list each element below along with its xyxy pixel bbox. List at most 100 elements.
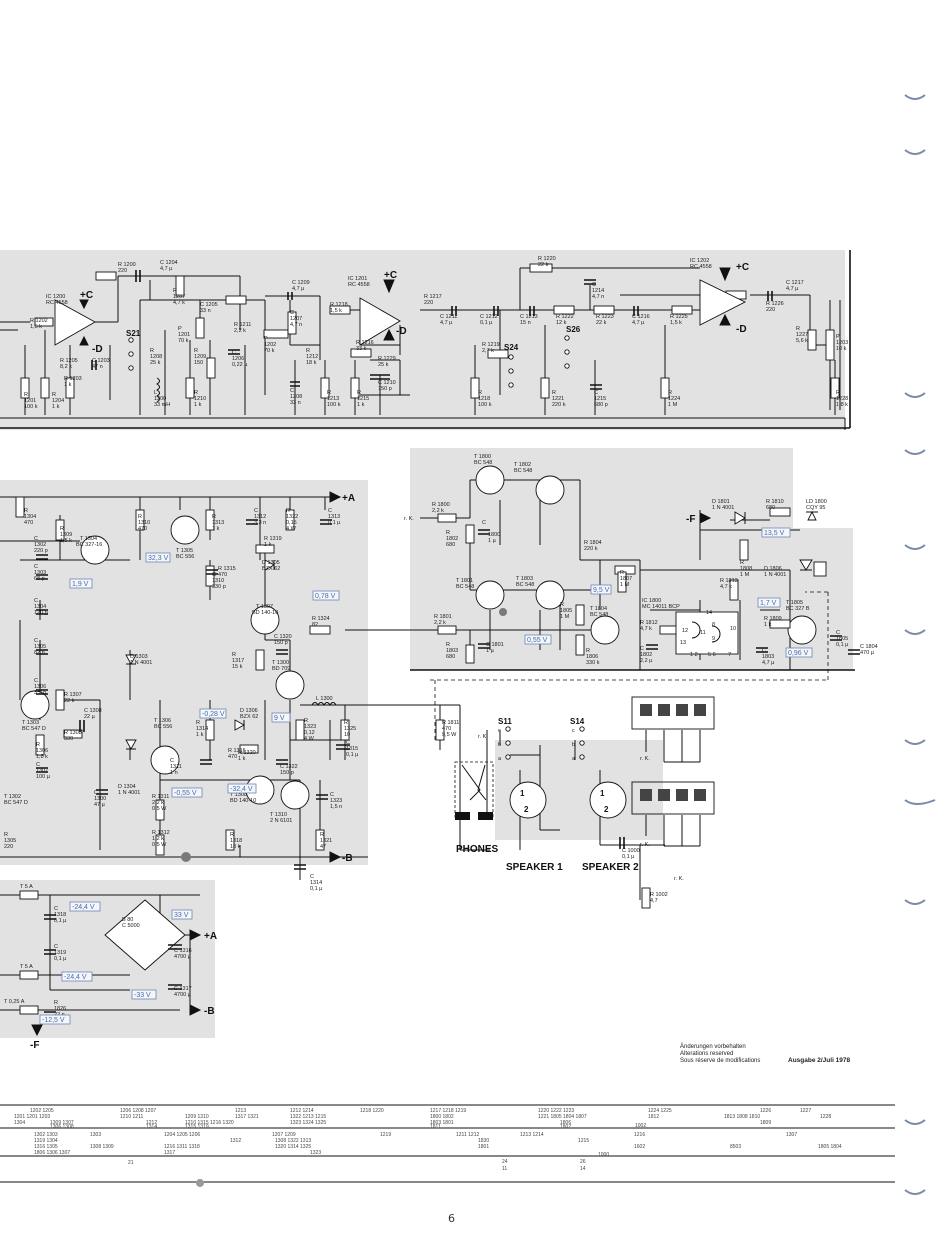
svg-text:1802: 1802 xyxy=(446,536,458,542)
svg-text:1323: 1323 xyxy=(304,724,316,730)
svg-text:9: 9 xyxy=(712,636,715,642)
svg-text:1207 1209: 1207 1209 xyxy=(272,1132,296,1138)
svg-text:T 1302: T 1302 xyxy=(4,794,21,800)
rail-label-plus-c-3: +C xyxy=(736,262,749,273)
svg-text:1306: 1306 xyxy=(34,684,46,690)
svg-text:13: 13 xyxy=(680,640,686,646)
svg-text:1320 1314 1325: 1320 1314 1325 xyxy=(275,1144,311,1150)
inductor-l1300 xyxy=(311,702,337,706)
rail-label-minus-f-protect: -F xyxy=(686,514,695,525)
svg-text:1309 1307: 1309 1307 xyxy=(50,1120,74,1126)
svg-text:1218 1220: 1218 1220 xyxy=(360,1108,384,1114)
svg-text:D 1806: D 1806 xyxy=(764,566,782,572)
svg-text:1,5 n: 1,5 n xyxy=(330,804,342,810)
svg-text:C 1000: C 1000 xyxy=(622,848,640,854)
svg-text:R 1804: R 1804 xyxy=(584,540,602,546)
svg-text:10 k: 10 k xyxy=(836,346,847,352)
svg-text:4,7: 4,7 xyxy=(650,898,658,904)
svg-text:C 1804: C 1804 xyxy=(860,644,878,650)
svg-text:1,2 k: 1,2 k xyxy=(152,836,164,842)
notice-edition: Ausgabe 2/Juli 1978 xyxy=(788,1057,851,1064)
svg-text:R 1809: R 1809 xyxy=(764,616,782,622)
svg-text:T 5 A: T 5 A xyxy=(20,964,33,970)
svg-text:1 k: 1 k xyxy=(238,756,246,762)
svg-text:T 1310: T 1310 xyxy=(270,812,287,818)
transistor-t1803 xyxy=(535,580,565,610)
svg-text:1800 1802: 1800 1802 xyxy=(430,1114,454,1120)
svg-text:1220 1222 1223: 1220 1222 1223 xyxy=(538,1108,574,1114)
svg-text:330: 330 xyxy=(64,736,73,742)
rail-minus-b-arrow xyxy=(329,851,342,863)
svg-text:R 1205: R 1205 xyxy=(60,358,78,364)
svg-text:220: 220 xyxy=(4,844,13,850)
svg-text:18 k: 18 k xyxy=(306,360,317,366)
svg-text:C: C xyxy=(34,598,38,604)
svg-text:4,7 k: 4,7 k xyxy=(640,626,652,632)
svg-text:1322: 1322 xyxy=(286,514,298,520)
svg-text:1302: 1302 xyxy=(34,542,46,548)
svg-text:1812: 1812 xyxy=(648,1114,659,1120)
svg-text:1,5 k: 1,5 k xyxy=(30,324,42,330)
svg-text:C: C xyxy=(330,792,334,798)
svg-text:C: C xyxy=(170,758,174,764)
svg-text:MC 14011 BCP: MC 14011 BCP xyxy=(642,604,680,610)
svg-text:C: C xyxy=(232,350,236,356)
svg-text:1209 1310: 1209 1310 xyxy=(185,1114,209,1120)
psu-minus-b-arrow xyxy=(189,1004,202,1016)
svg-text:D 1801: D 1801 xyxy=(712,499,730,505)
svg-text:T 1802: T 1802 xyxy=(514,462,531,468)
svg-text:4700 µ: 4700 µ xyxy=(174,954,192,960)
svg-text:1 M: 1 M xyxy=(740,572,750,578)
svg-text:4700 µ: 4700 µ xyxy=(174,992,192,998)
svg-text:680: 680 xyxy=(446,654,455,660)
svg-text:1207: 1207 xyxy=(173,294,185,300)
svg-text:r. K.: r. K. xyxy=(478,734,488,740)
svg-text:14: 14 xyxy=(706,610,712,616)
notice-en: Alterations reserved xyxy=(680,1051,733,1057)
svg-text:70 k: 70 k xyxy=(264,348,275,354)
svg-text:100 k: 100 k xyxy=(24,404,38,410)
svg-text:R 1218: R 1218 xyxy=(330,302,348,308)
svg-text:1 M: 1 M xyxy=(668,402,678,408)
svg-text:0,5 W: 0,5 W xyxy=(152,842,167,848)
svg-text:150: 150 xyxy=(194,360,203,366)
svg-text:C 1204: C 1204 xyxy=(160,260,178,266)
svg-text:2,2 k: 2,2 k xyxy=(152,800,164,806)
svg-text:2 N 6101: 2 N 6101 xyxy=(270,818,292,824)
op-amp-ic1202 xyxy=(699,279,747,326)
svg-text:R 1813: R 1813 xyxy=(720,578,738,584)
svg-text:1212: 1212 xyxy=(306,354,318,360)
svg-text:IC 1201: IC 1201 xyxy=(348,276,367,282)
svg-text:C: C xyxy=(36,762,40,768)
svg-text:1806 1306 1307: 1806 1306 1307 xyxy=(34,1150,70,1156)
svg-text:1806: 1806 xyxy=(586,654,598,660)
relay-coil xyxy=(813,561,827,577)
svg-text:1323: 1323 xyxy=(330,798,342,804)
svg-text:C: C xyxy=(592,282,596,288)
svg-text:1: 1 xyxy=(520,789,525,798)
svg-text:R 1320: R 1320 xyxy=(238,750,256,756)
svg-text:1214: 1214 xyxy=(592,288,604,294)
svg-text:T 1804: T 1804 xyxy=(590,606,607,612)
svg-text:BC 548: BC 548 xyxy=(456,584,474,590)
svg-text:T 1805: T 1805 xyxy=(786,600,803,606)
svg-text:7: 7 xyxy=(728,652,731,658)
svg-text:C 1317: C 1317 xyxy=(174,986,192,992)
svg-text:C: C xyxy=(640,646,644,652)
svg-text:32,3 V: 32,3 V xyxy=(148,555,169,562)
svg-text:1215: 1215 xyxy=(578,1138,589,1144)
svg-text:R: R xyxy=(344,720,348,726)
svg-text:C: C xyxy=(482,520,486,526)
svg-text:0,1 µ: 0,1 µ xyxy=(54,956,67,962)
svg-text:0,55 V: 0,55 V xyxy=(527,637,548,644)
svg-text:220: 220 xyxy=(766,307,775,313)
svg-text:C: C xyxy=(346,740,350,746)
svg-text:1209: 1209 xyxy=(194,354,206,360)
svg-text:150 p: 150 p xyxy=(280,770,294,776)
svg-text:470: 470 xyxy=(442,726,451,732)
svg-text:R: R xyxy=(286,508,290,514)
transistor-t1305 xyxy=(170,515,200,545)
svg-text:C 1217: C 1217 xyxy=(786,280,804,286)
